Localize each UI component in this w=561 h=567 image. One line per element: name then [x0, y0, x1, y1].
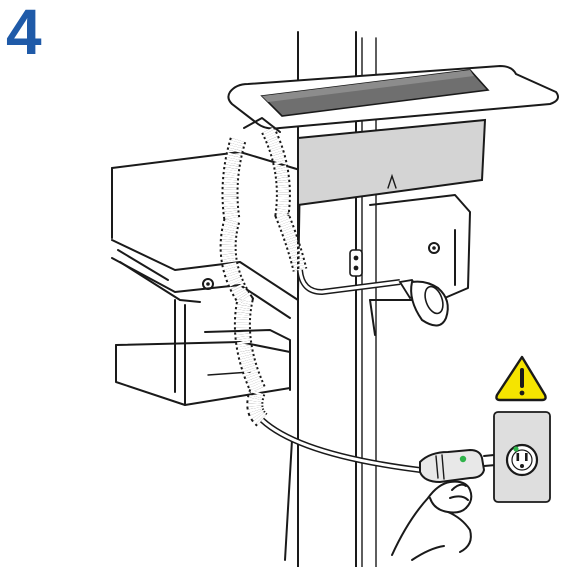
step-number: 4 [6, 0, 42, 68]
cart-worksurface [111, 151, 471, 406]
power-plug-icon [419, 448, 497, 484]
warning-icon [495, 355, 547, 402]
power-outlet-icon [493, 411, 551, 503]
hand-icon [391, 480, 473, 561]
storage-bin [227, 64, 559, 207]
cable-connector [398, 279, 449, 327]
coiled-cord [219, 117, 421, 473]
